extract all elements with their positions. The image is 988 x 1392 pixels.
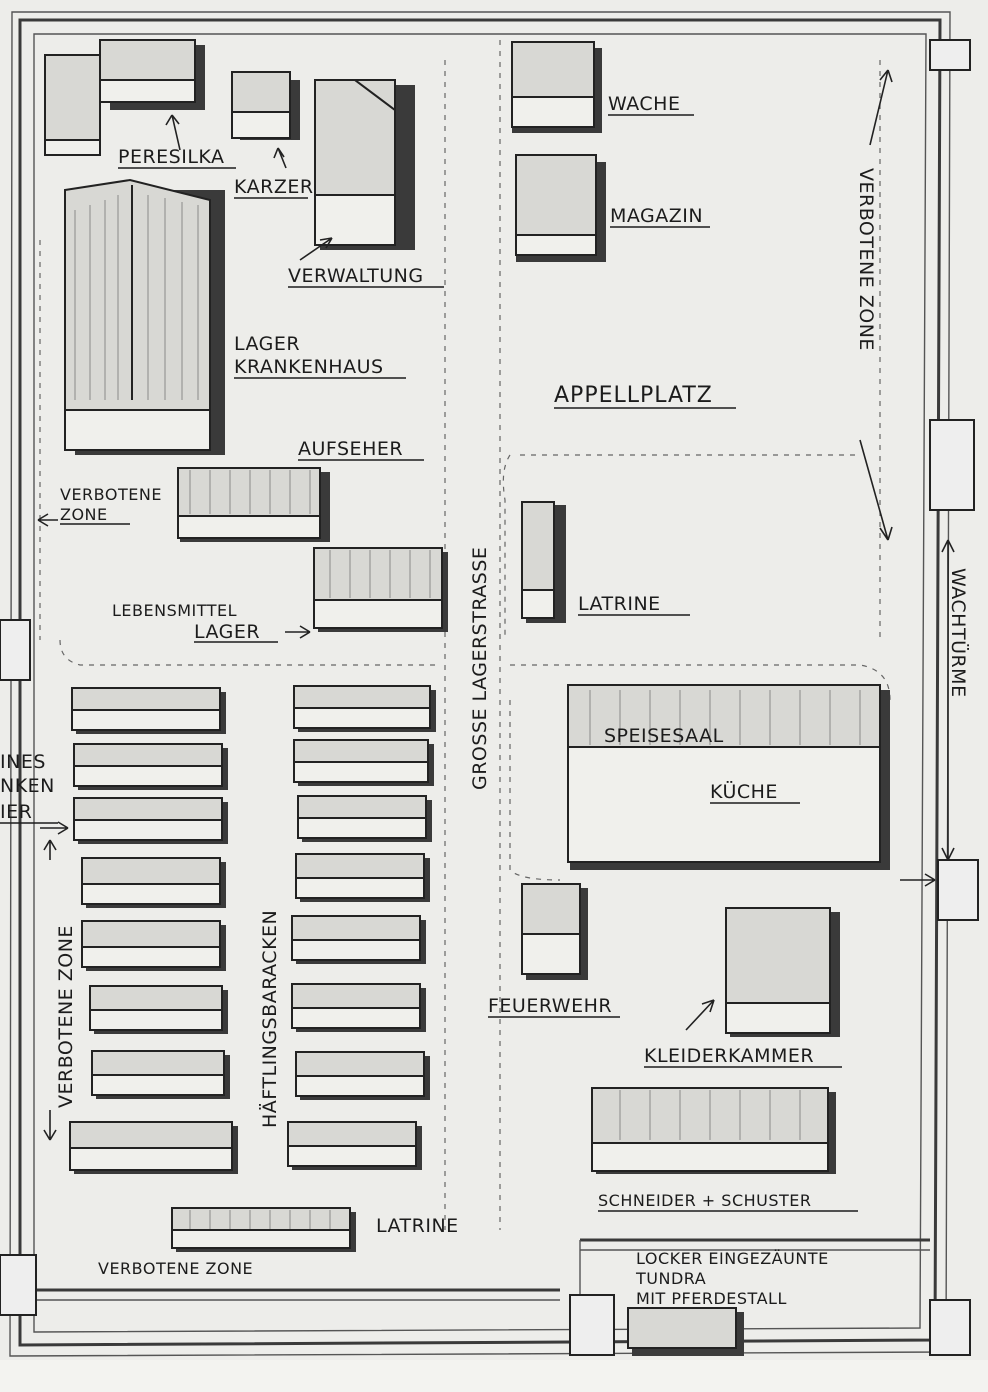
karzer-building <box>231 71 300 140</box>
barrack <box>293 739 434 786</box>
label-kleines-line2: NKEN <box>0 775 55 797</box>
label-latrine-top: LATRINE <box>578 593 661 615</box>
label-verbotene-left-vertical: VERBOTENE ZONE <box>55 925 77 1108</box>
schneider-schuster-building <box>591 1087 836 1174</box>
label-kueche: KÜCHE <box>710 780 778 803</box>
watch-tower <box>0 619 31 681</box>
barrack <box>89 985 228 1034</box>
label-feuerwehr: FEUERWEHR <box>488 995 612 1017</box>
label-grosse-lagerstrasse: GROSSE LAGERSTRASSE <box>469 547 491 790</box>
label-schneider-schuster: SCHNEIDER + SCHUSTER <box>598 1191 812 1210</box>
watch-tower <box>929 419 975 511</box>
label-lebensmittel-line2: LAGER <box>194 621 260 643</box>
krankenhaus-building <box>64 178 225 455</box>
label-karzer: KARZER <box>234 176 314 198</box>
watch-tower <box>929 1299 971 1356</box>
label-wache: WACHE <box>608 93 680 115</box>
label-speisesaal: SPEISESAAL <box>604 725 724 747</box>
watch-towers <box>0 39 979 1356</box>
label-lebensmittel-line1: LEBENSMITTEL <box>112 601 237 620</box>
watch-tower <box>937 859 979 921</box>
barracks-right-column <box>287 685 436 1170</box>
label-verwaltung: VERWALTUNG <box>288 265 424 287</box>
barrack <box>291 983 426 1032</box>
barrack <box>287 1121 422 1170</box>
lebensmittellager-building <box>313 547 448 632</box>
pferdestall-building <box>627 1307 744 1356</box>
barrack <box>69 1121 238 1174</box>
kleiderkammer-building <box>725 907 840 1037</box>
peresilka-building <box>44 39 205 156</box>
barrack <box>81 920 226 971</box>
feuerwehr-building <box>521 883 588 980</box>
barrack <box>293 685 436 732</box>
barrack <box>91 1050 230 1099</box>
aufseher-building <box>177 467 330 542</box>
label-krankenhaus-line1: LAGER <box>234 333 300 355</box>
label-wachtuerme: WACHTÜRME <box>947 568 970 698</box>
label-latrine-bottom: LATRINE <box>376 1215 459 1237</box>
barrack <box>291 915 426 964</box>
label-kleines-line1: INES <box>0 751 46 773</box>
latrine-bottom-building <box>171 1207 356 1252</box>
label-verbotene-right: VERBOTENE ZONE <box>855 168 877 351</box>
label-krankenhaus-line2: KRANKENHAUS <box>234 356 384 378</box>
label-verbotene-bottom: VERBOTENE ZONE <box>98 1259 253 1278</box>
label-kleiderkammer: KLEIDERKAMMER <box>644 1045 814 1067</box>
map-labels: PERESILKA KARZER VERWALTUNG WACHE MAGAZI… <box>0 93 970 1308</box>
speisesaal-building <box>567 684 890 870</box>
arrows <box>37 69 955 1141</box>
label-tundra-line1: LOCKER EINGEZÄUNTE <box>636 1249 829 1268</box>
label-aufseher: AUFSEHER <box>298 438 403 460</box>
latrine-top-building <box>521 501 566 623</box>
label-haeftlingsbaracken: HÄFTLINGSBARACKEN <box>258 910 281 1128</box>
barrack <box>73 743 228 790</box>
label-tundra-line2: TUNDRA <box>635 1269 706 1288</box>
label-peresilka: PERESILKA <box>118 146 225 168</box>
barrack <box>71 687 226 734</box>
barrack <box>295 1051 430 1100</box>
label-appellplatz: APPELLPLATZ <box>554 383 713 408</box>
barrack <box>81 857 226 908</box>
label-verbotene-left-line1: VERBOTENE <box>60 485 162 504</box>
wache-building <box>511 41 602 133</box>
watch-tower <box>569 1294 615 1356</box>
barracks-left-column <box>69 687 238 1174</box>
barrack <box>297 795 432 842</box>
verwaltung-building <box>314 79 415 250</box>
magazin-building <box>515 154 606 262</box>
label-tundra-line3: MIT PFERDESTALL <box>636 1289 787 1308</box>
barrack <box>295 853 430 902</box>
watch-tower <box>929 39 971 71</box>
label-kleines-line3: IER <box>0 801 32 823</box>
camp-roads <box>39 40 891 1230</box>
label-verbotene-left-line2: ZONE <box>60 505 108 524</box>
barrack <box>73 797 228 844</box>
label-magazin: MAGAZIN <box>610 205 703 227</box>
watch-tower <box>0 1254 37 1316</box>
